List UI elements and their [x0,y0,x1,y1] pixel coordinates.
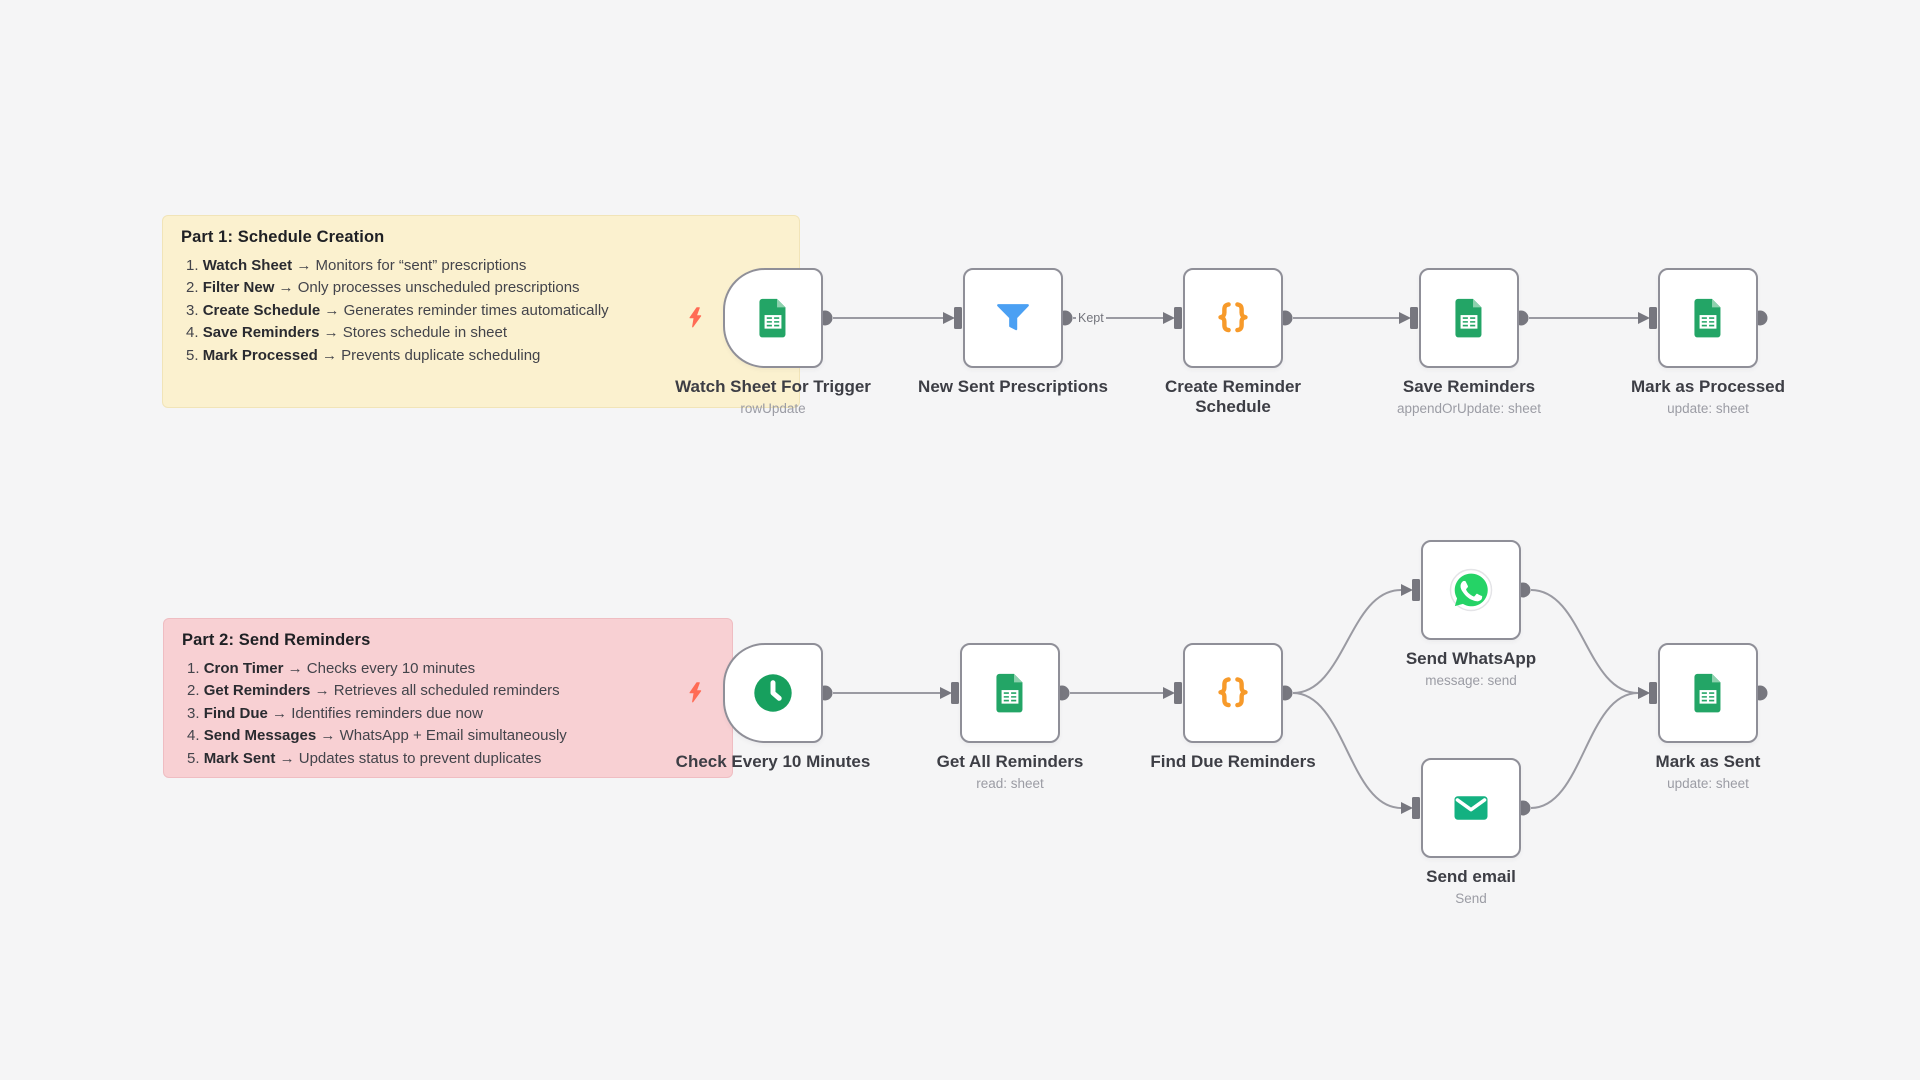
connection-send-whatsapp-mark-sent[interactable] [1530,589,1650,699]
node-label: Watch Sheet For Trigger [675,377,871,396]
lightning-bolt-icon [687,307,704,328]
node-caption: New Sent Prescriptions [918,377,1108,397]
node-label: Save Reminders [1402,377,1536,396]
connection-find-due-send-whatsapp[interactable] [1292,584,1413,694]
google-sheets-icon [1686,671,1730,715]
input-port[interactable] [951,682,959,704]
node-label: Get All Reminders [936,752,1084,771]
node-wrapper: Create Reminder Schedule [1165,268,1301,416]
node-caption: Mark as Sent update: sheet [1656,752,1761,791]
google-sheets-icon [751,296,795,340]
node-subtitle: update: sheet [1667,401,1749,416]
node-subtitle: message: send [1425,673,1517,688]
node-cron[interactable] [723,643,823,743]
sticky-note[interactable]: Part 2: Send Reminders 1. Cron Timer → Ch… [163,618,733,778]
node-send-email[interactable] [1421,758,1521,858]
sticky-note-item: 4. Send Messages → WhatsApp + Email simu… [187,727,567,745]
node-wrapper: Get All Reminders read: sheet [937,643,1083,791]
input-port[interactable] [1649,682,1657,704]
clock-icon [751,671,795,715]
node-subtitle: update: sheet [1667,776,1749,791]
node-caption: Send WhatsApp message: send [1406,649,1536,688]
node-caption: Get All Reminders read: sheet [937,752,1084,791]
node-subtitle: rowUpdate [740,401,806,416]
google-sheets-icon [988,671,1032,715]
node-subtitle: appendOrUpdate: sheet [1396,401,1542,416]
sticky-note-item: 3. Create Schedule → Generates reminder … [186,301,609,319]
input-port[interactable] [1649,307,1657,329]
node-new-sent[interactable] [963,268,1063,368]
node-label: Check Every 10 Minutes [675,752,871,771]
node-wrapper: Mark as Sent update: sheet [1656,643,1760,791]
node-mark-sent[interactable] [1658,643,1758,743]
node-caption: Mark as Processed update: sheet [1631,377,1785,416]
node-wrapper: Send WhatsApp message: send [1406,540,1536,688]
lightning-bolt-icon [687,682,704,703]
node-label: Find Due Reminders [1150,752,1316,771]
google-sheets-icon [1447,296,1491,340]
node-wrapper: Save Reminders appendOrUpdate: sheet [1397,268,1541,416]
input-port[interactable] [1410,307,1418,329]
node-create-schedule[interactable] [1183,268,1283,368]
connection-send-email-mark-sent[interactable] [1530,687,1650,809]
code-icon [1211,296,1255,340]
sticky-note-item: 4. Save Reminders → Stores schedule in s… [186,324,508,342]
sticky-note-item: 1. Watch Sheet → Monitors for “sent” pre… [186,257,527,274]
node-send-whatsapp[interactable] [1421,540,1521,640]
node-wrapper: Watch Sheet For Trigger rowUpdate [675,268,871,416]
google-sheets-icon [1686,296,1730,340]
node-caption: Save Reminders appendOrUpdate: sheet [1397,377,1541,416]
node-find-due[interactable] [1183,643,1283,743]
node-label: Mark as Processed [1630,377,1786,396]
node-caption: Create Reminder Schedule [1165,377,1301,417]
code-icon [1211,671,1255,715]
node-wrapper: Mark as Processed update: sheet [1631,268,1785,416]
node-wrapper: Check Every 10 Minutes [676,643,870,771]
node-label: Create Reminder Schedule [1164,377,1302,416]
sticky-note-title: Part 1: Schedule Creation [181,228,385,246]
input-port[interactable] [1174,307,1182,329]
node-save-reminders[interactable] [1419,268,1519,368]
node-wrapper: Find Due Reminders [1150,643,1316,771]
sticky-note-item: 5. Mark Processed → Prevents duplicate s… [186,346,541,364]
email-icon [1449,786,1493,830]
connection-find-due-send-email[interactable] [1292,692,1413,814]
node-caption: Watch Sheet For Trigger rowUpdate [675,377,871,416]
node-caption: Find Due Reminders [1150,752,1315,772]
input-port[interactable] [1412,797,1420,819]
sticky-note-item: 5. Mark Sent → Updates status to prevent… [187,749,542,767]
node-subtitle: Send [1455,891,1487,906]
whatsapp-icon [1449,568,1493,612]
input-port[interactable] [954,307,962,329]
filter-icon [991,296,1035,340]
input-port[interactable] [1412,579,1420,601]
node-watch-sheet[interactable] [723,268,823,368]
sticky-note-title: Part 2: Send Reminders [182,631,371,649]
node-label: Send WhatsApp [1405,649,1537,668]
node-caption: Check Every 10 Minutes [676,752,871,772]
connection-label: Kept [1076,309,1106,327]
node-label: Mark as Sent [1655,752,1761,771]
sticky-note-item: 2. Get Reminders → Retrieves all schedul… [187,682,560,700]
node-mark-processed[interactable] [1658,268,1758,368]
node-subtitle: read: sheet [976,776,1044,791]
sticky-note-item: 2. Filter New → Only processes unschedul… [186,279,580,297]
node-label: Send email [1426,867,1516,886]
input-port[interactable] [1174,682,1182,704]
node-get-reminders[interactable] [960,643,1060,743]
sticky-note-item: 3. Find Due → Identifies reminders due n… [187,704,483,722]
sticky-note-item: 1. Cron Timer → Checks every 10 minutes [187,660,476,677]
node-wrapper: New Sent Prescriptions [918,268,1108,396]
node-label: New Sent Prescriptions [918,377,1108,396]
